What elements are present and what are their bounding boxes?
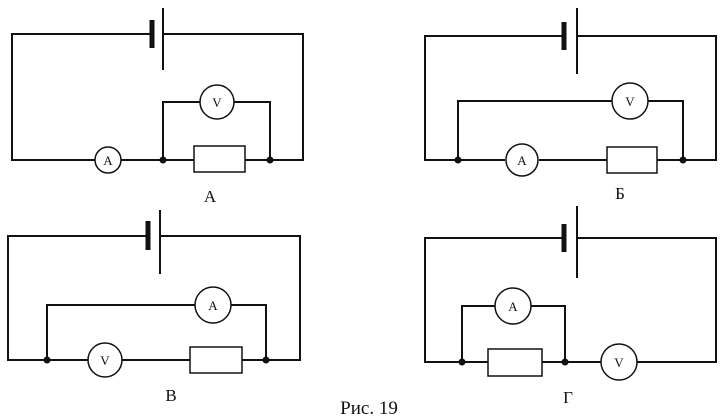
circuit-g-voltmeter: V	[600, 343, 638, 381]
circuit-b-ammeter: A	[505, 143, 539, 177]
circuit-v-label: В	[165, 386, 176, 405]
circuit-v-voltmeter-label: V	[100, 353, 110, 368]
circuit-a-resistor	[193, 145, 246, 173]
circuit-v-battery	[145, 210, 161, 274]
circuit-b-battery	[561, 8, 578, 74]
circuit-b-resistor	[606, 146, 658, 174]
circuit-v-node-left	[43, 356, 51, 364]
circuit-b-label: Б	[615, 184, 625, 203]
circuit-v-resistor	[189, 346, 243, 374]
circuit-g-node-right	[561, 358, 569, 366]
circuit-b-ammeter-label: A	[517, 153, 527, 168]
circuit-b-voltmeter-label: V	[625, 94, 635, 109]
circuit-g-battery	[561, 206, 578, 278]
circuit-g-voltmeter-label: V	[614, 355, 624, 370]
circuit-a-ammeter: A	[94, 146, 122, 174]
figure-caption: Рис. 19	[340, 398, 398, 419]
circuit-a-battery	[149, 8, 164, 70]
circuit-g-resistor	[487, 348, 543, 377]
circuit-v-ammeter: A	[194, 286, 232, 324]
circuit-b-voltmeter: V	[611, 82, 649, 120]
circuit-v: A V В	[7, 210, 301, 405]
circuit-g-ammeter: A	[494, 287, 532, 325]
circuit-b-wires	[424, 35, 717, 161]
circuit-a-node-right	[266, 156, 274, 164]
circuit-b-node-left	[454, 156, 462, 164]
circuit-a-voltmeter: V	[199, 84, 235, 120]
circuit-v-ammeter-label: A	[208, 298, 218, 313]
circuit-g-label: Г	[563, 388, 573, 407]
circuit-a: A V А	[11, 8, 304, 206]
circuit-a-ammeter-label: A	[103, 153, 113, 168]
circuit-b: A V Б	[424, 8, 717, 203]
circuit-g-wires	[424, 237, 717, 363]
circuit-a-node-left	[159, 156, 167, 164]
circuit-b-node-right	[679, 156, 687, 164]
circuit-a-label: А	[204, 187, 217, 206]
circuit-v-wires	[7, 235, 301, 361]
circuit-a-voltmeter-label: V	[212, 95, 222, 110]
circuit-a-wires	[11, 33, 304, 161]
circuit-g-ammeter-label: A	[508, 299, 518, 314]
circuit-g-node-left	[458, 358, 466, 366]
circuit-v-node-right	[262, 356, 270, 364]
circuit-g: A V Г	[424, 206, 717, 407]
circuit-v-voltmeter: V	[87, 342, 123, 378]
